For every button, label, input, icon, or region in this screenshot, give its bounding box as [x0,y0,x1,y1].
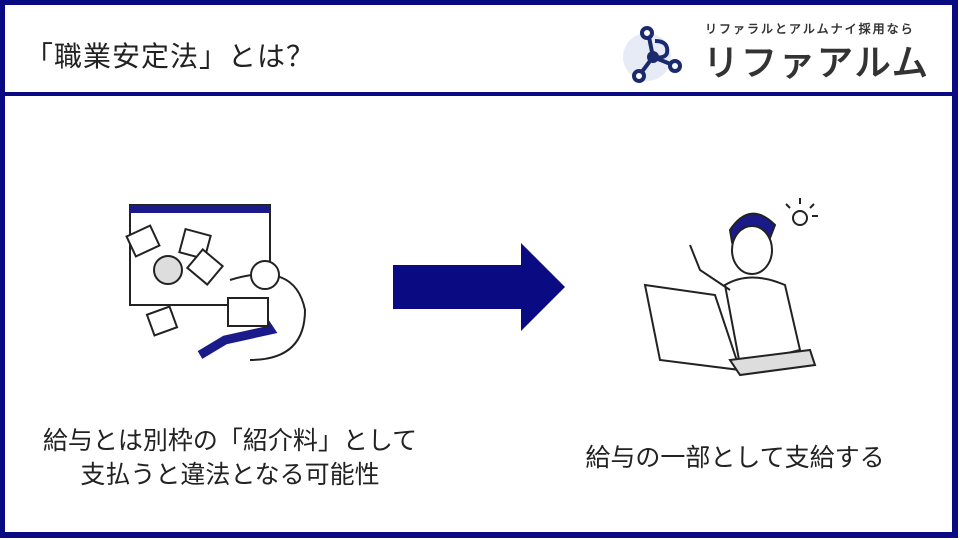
page-title: 「職業安定法」とは？ [25,40,316,73]
right-arrow-icon [393,243,565,331]
logo-network-icon [623,26,682,83]
left-caption-line1: 給与とは別枠の「紹介料」として [42,426,418,455]
logo-brand-name: リファアルム [703,43,930,84]
logo-tagline: リファラルとアルムナイ採用なら [705,22,915,36]
stressed-worker-illustration [125,204,307,361]
left-caption-line2: 支払うと違法となる可能性 [80,460,380,489]
header: 「職業安定法」とは？ リファラルとアルムナイ採用なら リファアルム [5,5,952,96]
left-caption: 給与とは別枠の「紹介料」として 支払うと違法となる可能性 [20,424,440,492]
right-caption: 給与の一部として支給する [585,443,885,472]
brand-logo: リファラルとアルムナイ採用なら リファアルム [617,15,947,91]
happy-worker-illustration [643,198,818,377]
